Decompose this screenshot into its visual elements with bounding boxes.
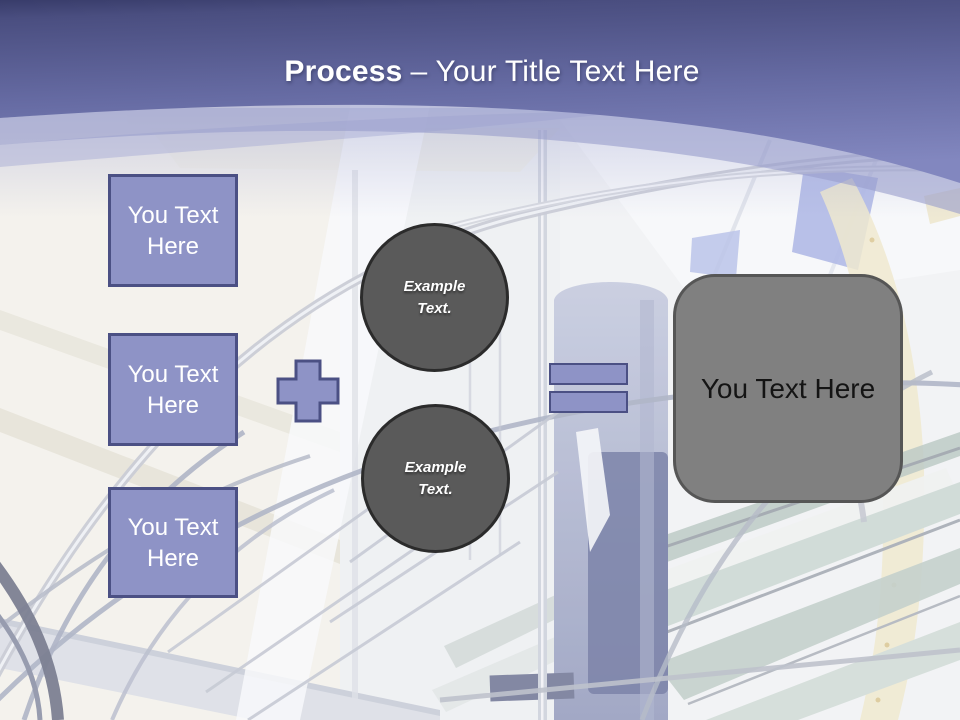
- plus-icon[interactable]: [276, 359, 340, 423]
- example-circle-2-label: Example Text.: [404, 458, 467, 498]
- input-box-1[interactable]: You Text Here: [108, 174, 238, 287]
- slide-title[interactable]: Process–Your Title Text Here: [0, 55, 960, 89]
- title-emphasis: Process: [284, 55, 403, 88]
- input-box-3-label: You Text Here: [127, 513, 219, 572]
- result-box[interactable]: You Text Here: [673, 274, 903, 503]
- input-box-2[interactable]: You Text Here: [108, 333, 238, 446]
- equals-icon[interactable]: [549, 363, 628, 413]
- equals-bar-bottom: [549, 391, 628, 413]
- header-banner: [0, 0, 960, 214]
- result-box-label: You Text Here: [700, 372, 876, 404]
- input-box-3[interactable]: You Text Here: [108, 487, 238, 598]
- input-box-1-label: You Text Here: [127, 201, 219, 260]
- example-circle-1-label: Example Text.: [403, 277, 466, 317]
- example-circle-2[interactable]: Example Text.: [361, 404, 510, 553]
- equals-bar-top: [549, 363, 628, 385]
- input-box-2-label: You Text Here: [127, 360, 219, 419]
- title-separator: –: [410, 55, 428, 88]
- example-circle-1[interactable]: Example Text.: [360, 223, 509, 372]
- title-rest: Your Title Text Here: [435, 55, 700, 88]
